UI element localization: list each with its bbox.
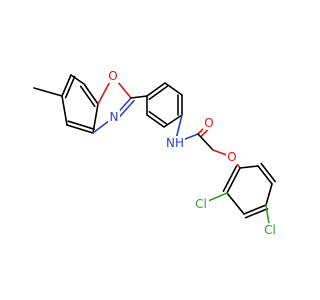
ring-bond [243, 204, 267, 215]
ortho-chlorine-label: Cl [195, 197, 207, 211]
ring-bond [92, 103, 99, 134]
ring-double-bond [222, 165, 238, 192]
ring-bond [257, 165, 273, 185]
biaryl-bond [130, 95, 148, 99]
ring-double-bond [79, 85, 96, 108]
label-mask [262, 223, 278, 237]
molecule-structure-diagram: O N NH O O Cl Cl [33, 69, 278, 237]
label-mask [107, 69, 119, 83]
ether-oxygen-label: O [227, 150, 236, 164]
label-mask [165, 136, 185, 150]
ring-bond [226, 167, 241, 194]
label-mask [193, 197, 209, 211]
bond-layer [33, 74, 276, 231]
ring-bond [164, 82, 183, 96]
ring-double-bond [260, 162, 276, 183]
ring-bond [146, 114, 165, 128]
label-mask [226, 150, 238, 164]
atom-label-layer: O N NH O O Cl Cl [107, 69, 278, 237]
ring-double-bond [148, 85, 169, 101]
label-mask [108, 110, 120, 124]
ring-bond [83, 83, 99, 105]
oxazole-nitrogen-label: N [110, 110, 119, 124]
carbonyl-oxygen-label: O [204, 116, 213, 130]
methylene-bond [197, 133, 214, 151]
ring-double-bond [64, 75, 76, 99]
ring-bond [239, 165, 259, 169]
para-chlorine-label: Cl [264, 223, 276, 237]
ring-bond [265, 183, 273, 206]
ring-bond [146, 82, 166, 97]
ring-double-bond [67, 120, 95, 130]
ring-bond [226, 192, 245, 215]
oxazole-oxygen-label: O [108, 69, 117, 83]
ring-bond [61, 74, 72, 97]
ring-bond [70, 74, 85, 85]
methyl-bond [33, 87, 63, 97]
ring-bond [66, 124, 94, 134]
amide-nh-label: NH [166, 136, 184, 150]
label-mask [203, 116, 215, 130]
ring-bond [61, 95, 68, 126]
ring-double-bond [148, 110, 168, 125]
ring-double-bond [244, 207, 269, 219]
ring-bond [163, 114, 183, 128]
